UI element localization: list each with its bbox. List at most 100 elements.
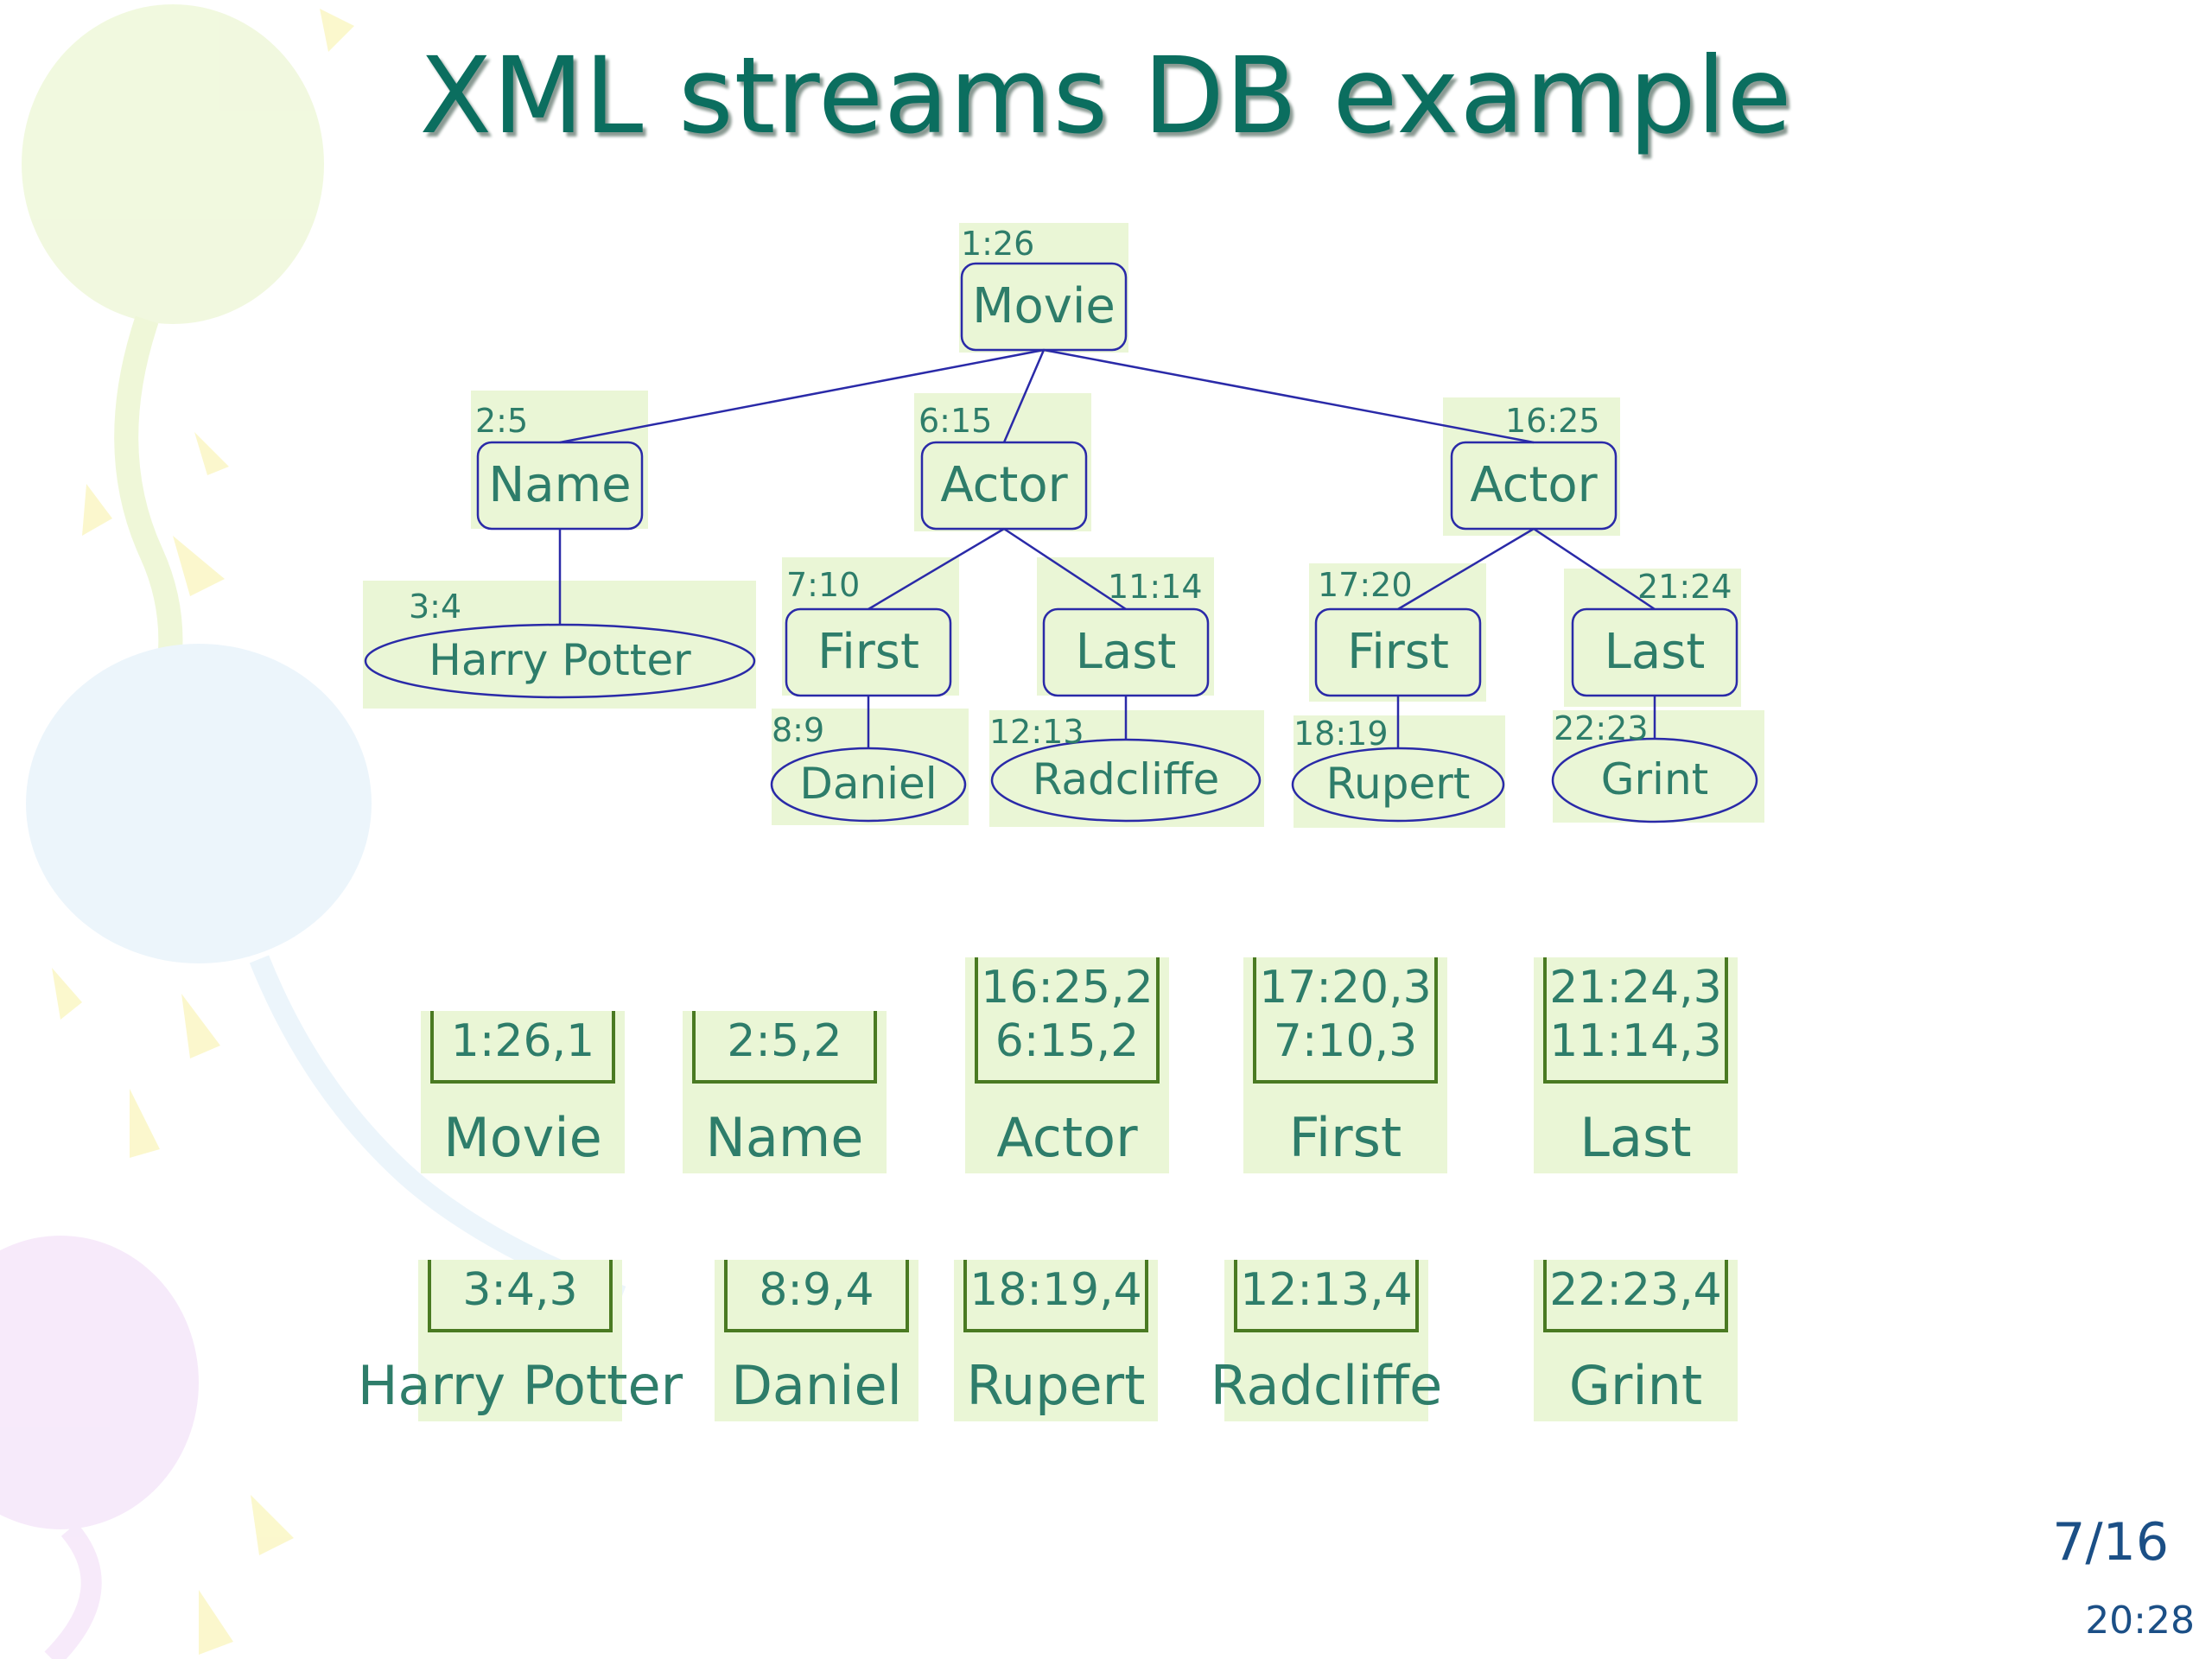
tree-node-last1: Last 11:14 (1042, 568, 1210, 697)
sparkle-ray (320, 9, 354, 52)
node-label: Grint (1601, 754, 1709, 804)
stream-highlight (1243, 957, 1447, 1173)
node-label: First (1347, 624, 1449, 680)
stream-label: Last (1580, 1106, 1691, 1169)
region-label: 8:9 (772, 711, 824, 749)
clock-time: 20:28 (2085, 1599, 2195, 1643)
element-box (785, 607, 952, 697)
stream-label: Harry Potter (358, 1354, 683, 1417)
region-label: 2:5 (475, 402, 528, 440)
tree-edge (868, 527, 1005, 611)
stack-bracket (724, 1260, 909, 1332)
sparkle-ray (130, 1089, 160, 1158)
stream-label: Daniel (731, 1354, 902, 1417)
stream-label: First (1289, 1106, 1402, 1169)
stack-entry: 22:23,4 (1549, 1264, 1721, 1316)
region-label: 7:10 (786, 566, 860, 604)
node-highlight (1553, 710, 1764, 823)
stream-highlight (418, 1260, 622, 1421)
stream-highlight (1534, 1260, 1738, 1421)
stack-entry: 17:20,3 (1259, 962, 1431, 1014)
region-label: 11:14 (1108, 568, 1203, 606)
node-label: Radcliffe (1033, 754, 1220, 804)
sparkle-ray (173, 536, 225, 596)
region-label: 21:24 (1637, 568, 1732, 606)
region-label: 16:25 (1505, 402, 1600, 440)
element-box (960, 262, 1128, 352)
stack-bracket (430, 1011, 615, 1084)
stack-bracket (975, 957, 1160, 1084)
tree-node-actor1: Actor 6:15 (918, 402, 1088, 531)
region-label: 17:20 (1318, 566, 1413, 604)
stack-entry: 18:19,4 (969, 1264, 1141, 1316)
sparkle-ray (251, 1495, 294, 1555)
node-label: Actor (940, 457, 1068, 513)
node-label: Daniel (799, 759, 937, 809)
slide-title: XML streams DB example (419, 35, 1793, 157)
node-highlight (1294, 715, 1505, 828)
node-highlight (1309, 563, 1486, 702)
node-label: Last (1076, 624, 1177, 680)
page-number: 7/16 (2052, 1512, 2169, 1573)
stream-label: Actor (996, 1106, 1138, 1169)
balloon-purple (0, 1236, 199, 1529)
sparkle-ray (199, 1590, 233, 1655)
stream-label: Radcliffe (1211, 1354, 1442, 1417)
node-label: Movie (972, 278, 1116, 334)
sparkle-ray (181, 994, 220, 1058)
node-highlight (1443, 397, 1620, 536)
node-label: Rupert (1326, 759, 1471, 809)
tree-edge (1002, 349, 1046, 443)
node-label: Name (488, 457, 631, 513)
balloon-green (22, 4, 324, 324)
element-box (1314, 607, 1482, 697)
stack-bracket (1543, 1260, 1728, 1332)
stack-bracket (1543, 957, 1728, 1084)
stack-entry: 7:10,3 (1274, 1015, 1417, 1067)
stream-label: Name (706, 1106, 864, 1169)
region-label: 1:26 (961, 225, 1034, 263)
stream-label: Grint (1569, 1354, 1702, 1417)
tree-node-last2: Last 21:24 (1571, 568, 1738, 697)
region-label: 6:15 (918, 402, 992, 440)
stack-entry: 11:14,3 (1549, 1015, 1721, 1067)
tree-node-name: Name 2:5 (475, 402, 644, 531)
tree-node-first2: First 17:20 (1314, 566, 1482, 697)
text-ellipse (990, 738, 1262, 823)
node-label: Last (1605, 624, 1706, 680)
node-highlight (772, 709, 969, 825)
stream-highlight (1534, 957, 1738, 1173)
stream-highlight (421, 1011, 625, 1173)
node-highlight (782, 557, 959, 696)
sparkle-ray (194, 432, 229, 475)
tree-edge (1043, 348, 1535, 444)
balloon-blue (26, 644, 372, 963)
balloon-purple-string (44, 1522, 102, 1659)
text-ellipse (1551, 737, 1758, 823)
stream-highlight (715, 1260, 918, 1421)
stack-entry: 3:4,3 (462, 1264, 577, 1316)
tree-node-daniel: Daniel 8:9 (770, 711, 967, 823)
stack-entry: 8:9,4 (759, 1264, 874, 1316)
node-label: Harry Potter (429, 635, 691, 685)
stack-entry: 2:5,2 (727, 1015, 842, 1067)
stack-bracket (963, 1260, 1148, 1332)
tree-node-movie: Movie 1:26 (960, 225, 1128, 352)
stream-highlight (965, 957, 1169, 1173)
stream-label: Movie (443, 1106, 602, 1169)
stack-entry: 1:26,1 (451, 1015, 594, 1067)
